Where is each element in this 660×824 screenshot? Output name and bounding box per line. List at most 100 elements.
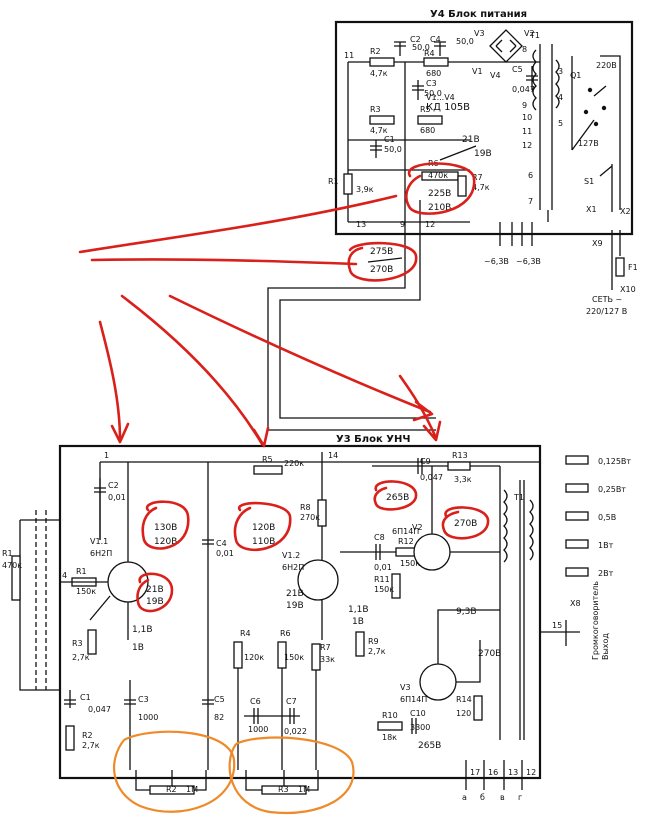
red-circle-v1-anode	[141, 500, 190, 550]
amp-c1-label: C1	[80, 693, 91, 702]
psu-t1-pin-10: 10	[522, 113, 532, 122]
psu-c1-value: 50,0	[384, 145, 402, 154]
amp-r5-label: R5	[262, 455, 273, 464]
red-circle-v2-anode	[441, 506, 490, 540]
psu-t1-pin-11: 11	[522, 127, 532, 136]
amp-bottom-pin-13: 13	[508, 768, 518, 777]
red-circle-v12-anode	[233, 501, 292, 552]
v12-anode-voltage-b: 110В	[252, 537, 275, 547]
psu-r5	[417, 115, 443, 125]
amp-c7-label: C7	[286, 697, 297, 706]
amp-r2-value: 2,7к	[82, 741, 100, 750]
psu-c3-label: C3	[426, 79, 437, 88]
amp-r1a-value: 150к	[76, 587, 96, 596]
amp-c10-voltage: 265В	[418, 741, 441, 751]
amp-pin-1: 1	[104, 451, 109, 460]
amp-c4-value: 0,01	[216, 549, 234, 558]
psu-f1-label: F1	[628, 263, 638, 272]
psu-r6-value: 470к	[428, 171, 448, 180]
red-arrow-2	[90, 258, 358, 266]
amp-r7-label: R7	[320, 643, 331, 652]
psu-x2-label: X2	[620, 207, 631, 216]
psu-r2	[369, 57, 395, 67]
amp-frame	[58, 444, 542, 780]
psu-c1-label: C1	[384, 135, 395, 144]
amp-r9-label: R9	[368, 637, 379, 646]
psu-t1-pin-8: 8	[522, 45, 527, 54]
interblock-wiring: 275В 270В	[267, 240, 436, 431]
amp-r2-label: R2	[82, 731, 93, 740]
psu-r5-value: 680	[420, 126, 435, 135]
amp-bottom-letter-a: а	[462, 793, 467, 802]
psu-r5-label: R5	[420, 105, 431, 114]
amp-r8-label: R8	[300, 503, 311, 512]
red-circle-v1-cathode	[136, 572, 174, 613]
psu-diode-type: КД 105В	[426, 102, 470, 113]
psu-r4	[423, 57, 449, 67]
amp-c10-label: C10	[410, 709, 426, 718]
amp-v1-1-label: V1.1	[90, 537, 108, 546]
amp-r5-value: 220к	[284, 459, 304, 468]
amp-r10	[377, 721, 403, 731]
legend-item-05: 0,5В	[598, 513, 616, 522]
amp-r11-label: R11	[374, 575, 390, 584]
amp-c1-value: 0,047	[88, 705, 111, 714]
amp-block: У3 Блок УНЧ 1 14 C2 0,01 R1 470к R1 150к…	[2, 434, 631, 802]
psu-t1-pin-9: 9	[522, 101, 527, 110]
amp-pot-r2-label: R2	[166, 785, 177, 794]
psu-fuse	[615, 257, 625, 277]
amp-title: У3 Блок УНЧ	[336, 434, 410, 445]
psu-ac-out-a: ~6,3В	[484, 257, 509, 266]
amp-pot-r3	[261, 785, 307, 795]
amp-pin-15: 15	[552, 621, 562, 630]
link-voltage-1: 275В	[370, 247, 393, 257]
psu-r7-label: R7	[472, 173, 483, 182]
amp-r7	[311, 643, 321, 671]
amp-v1-2-label: V1.2	[282, 551, 300, 560]
red-circle-r6	[405, 162, 476, 215]
psu-t1-pin-4: 4	[558, 93, 563, 102]
psu-mains-net-voltage: 220/127 В	[586, 307, 627, 316]
psu-r6-voltage-b: 210В	[428, 203, 451, 213]
psu-r4-value: 680	[426, 69, 441, 78]
v1-anode-voltage-a: 130В	[154, 523, 177, 533]
amp-r4	[233, 641, 243, 669]
amp-c2-value: 0,01	[108, 493, 126, 502]
psu-r3-label: R3	[370, 105, 381, 114]
amp-r11-value: 150к	[374, 585, 394, 594]
amp-v2-tube	[413, 533, 451, 571]
amp-r10-value: 18к	[382, 733, 397, 742]
amp-pot-r3-label: R3	[278, 785, 289, 794]
amp-bottom-letter-v: в	[500, 793, 505, 802]
amp-c10-value: 3300	[410, 723, 430, 732]
psu-q1-label: Q1	[570, 71, 581, 80]
psu-frame	[334, 20, 634, 236]
psu-t1-pin-7: 7	[528, 197, 533, 206]
amp-r2	[65, 725, 75, 751]
amp-pot-r3-value: 1М	[298, 785, 310, 794]
amp-v1-1-type: 6Н2П	[90, 549, 112, 558]
amp-v3-cathode-voltage: 9,3В	[456, 607, 477, 617]
psu-v1-label: V1	[472, 67, 483, 76]
amp-r14-value: 120	[456, 709, 471, 718]
amp-v2-type: 6П14П	[392, 527, 419, 536]
amp-speaker-label: Громкоговоритель	[591, 581, 600, 660]
v2-anode-voltage: 270В	[454, 519, 477, 529]
amp-c9-label: C9	[420, 457, 431, 466]
psu-mains-127: 127В	[578, 139, 599, 148]
amp-c5-value: 82	[214, 713, 224, 722]
psu-diodes-label: V1...V4	[426, 93, 455, 102]
amp-pot-r2	[149, 785, 195, 795]
legend-item-025: 0,25Вт	[598, 485, 626, 494]
v1-cathode-voltage-b: 19В	[146, 597, 164, 607]
amp-v2-label: V2	[412, 523, 423, 532]
psu-t1-pin-3: 3	[558, 67, 563, 76]
amp-speaker-sub: Выход	[601, 633, 610, 660]
amp-r9	[355, 631, 365, 657]
amp-r1-label: R1	[2, 549, 13, 558]
amp-r5	[253, 465, 283, 475]
amp-c8-value: 0,01	[374, 563, 392, 572]
psu-v3-label: V3	[474, 29, 485, 38]
amp-r1-input	[11, 555, 21, 601]
amp-r3-value: 2,7к	[72, 653, 90, 662]
